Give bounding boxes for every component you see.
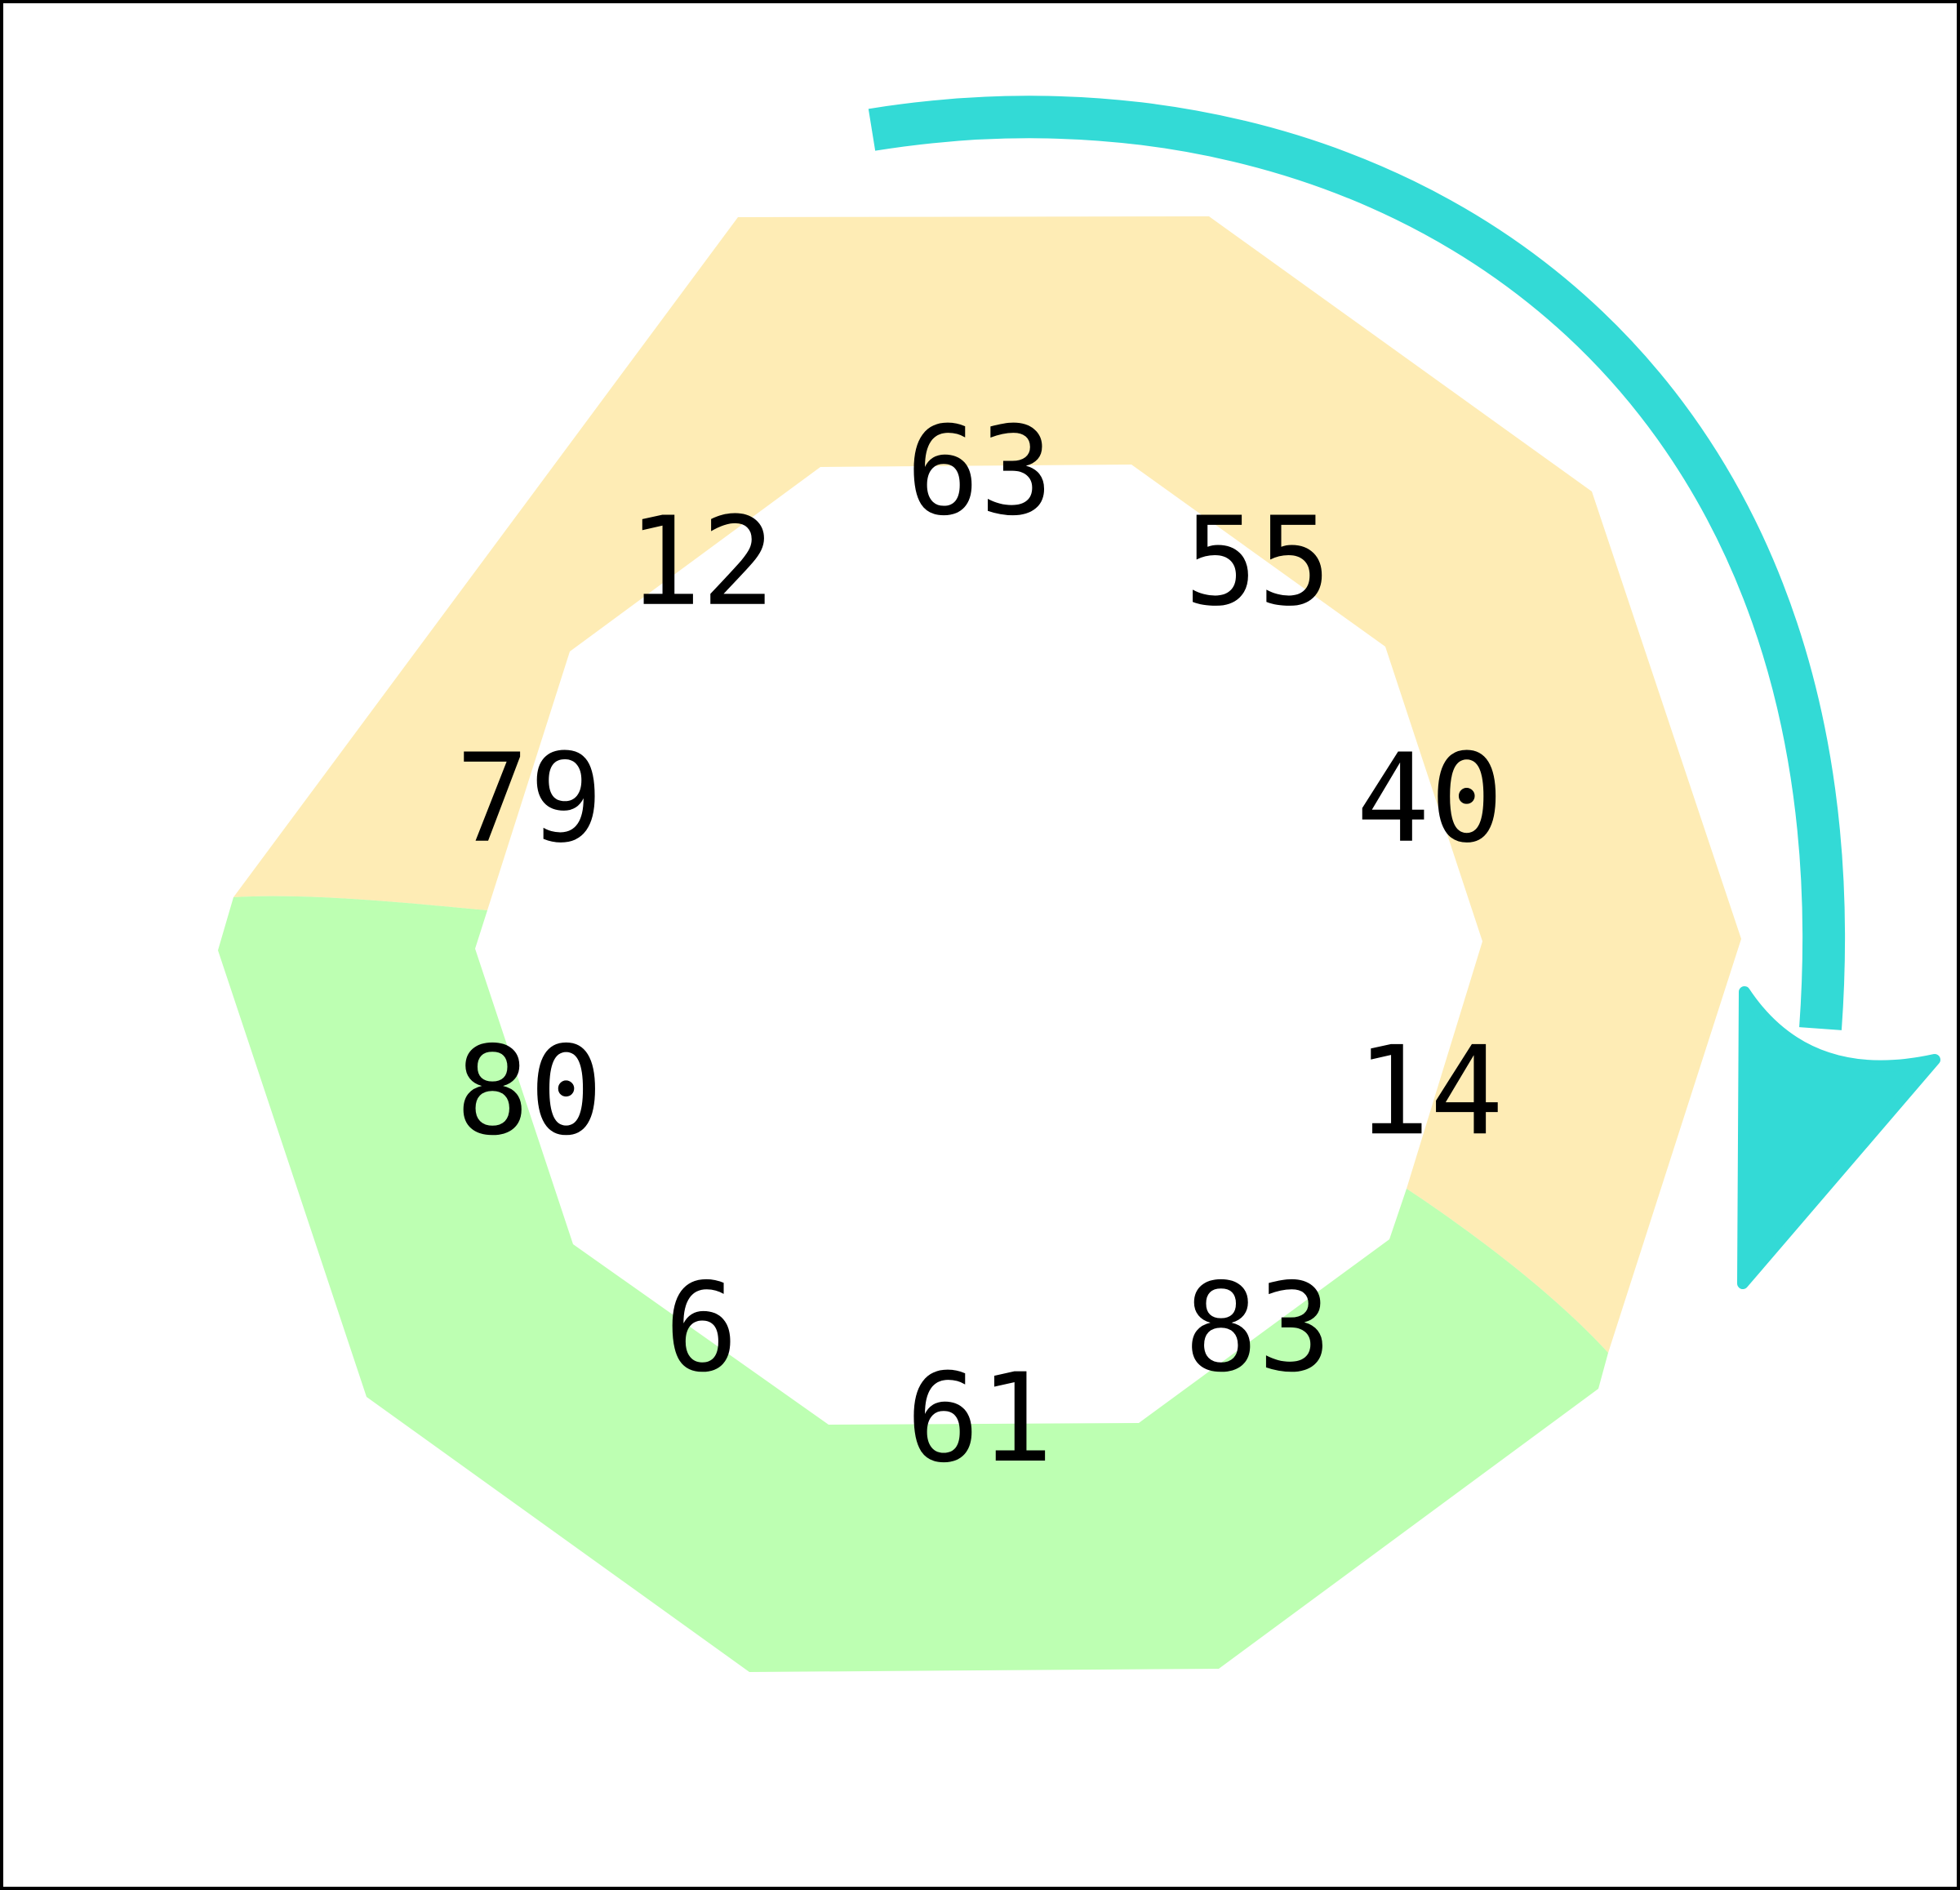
ring-cell-label: 12 [628,491,776,634]
arrow-head-icon [1737,986,1940,1289]
ring-cell-label: 79 [456,728,603,870]
ring-cell-label: 55 [1184,491,1332,634]
ring-cell-label: 80 [456,1021,603,1163]
clockwise-arrow-icon [868,96,1846,1030]
ring-cell-label: 14 [1356,1021,1504,1163]
ring-cell-label: 83 [1184,1257,1332,1399]
ring-region-top [233,216,1741,1353]
ring-cell-label: 61 [906,1348,1054,1490]
ring-region-bottom [218,896,1608,1672]
ring-cell-label: 6 [664,1257,738,1399]
ring-cell-label: 40 [1356,728,1504,870]
ring-cell-label: 63 [906,401,1054,543]
